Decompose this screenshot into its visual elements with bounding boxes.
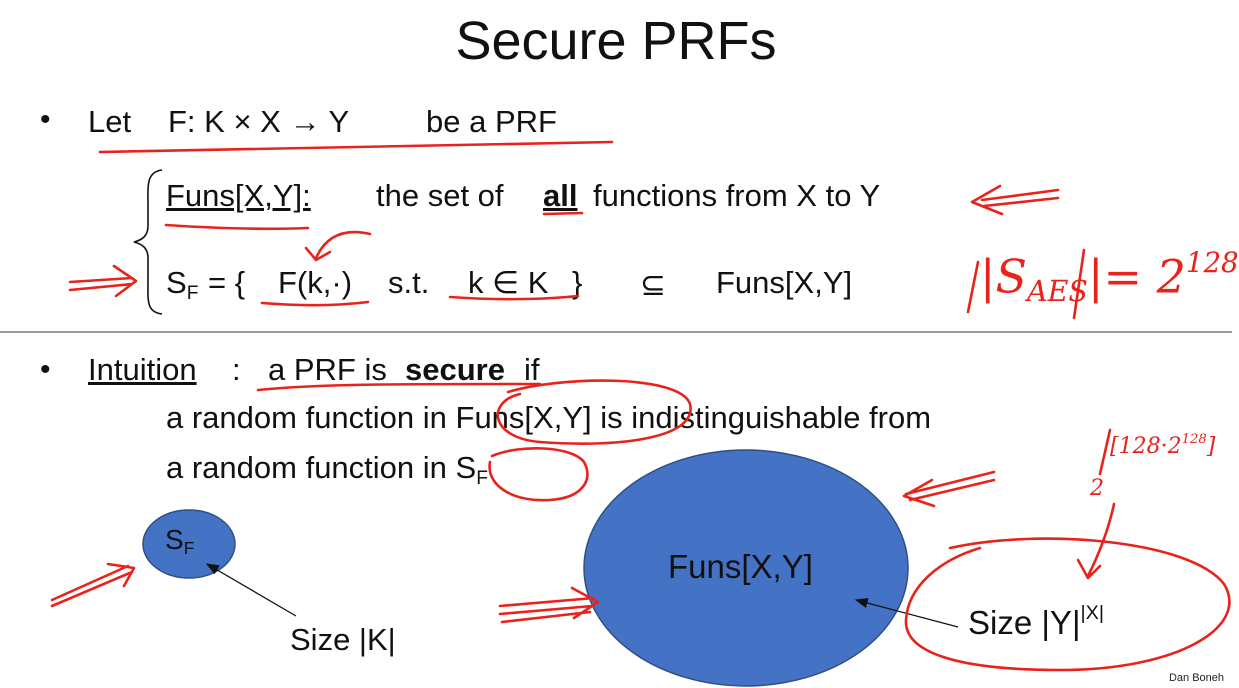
sf-function: F(k,·) [278, 265, 353, 300]
funs-desc-post: functions from X to Y [593, 178, 881, 213]
funs-desc-all: all [543, 178, 578, 213]
funs-left-arrow [970, 184, 1060, 216]
funs-size-calc-note: [128·2128] [1110, 432, 1216, 459]
small-ellipse-label: SF [165, 524, 195, 559]
author-credit: Dan Boneh [1168, 672, 1224, 684]
kin-underline [448, 294, 580, 301]
calc-down-arrow [1076, 502, 1116, 580]
funs-big-ellipse [583, 449, 909, 687]
sf-right-arrow [68, 264, 138, 298]
subset-symbol: ⊆ [640, 267, 666, 302]
fk-hook-arrow [304, 230, 372, 262]
red-annotations [50, 140, 1231, 672]
section-divider [0, 331, 1232, 333]
funs-size-calc-base: 2 [1090, 476, 1104, 501]
bullet-marker-2: • [40, 353, 51, 386]
funs-right-arrow [902, 470, 996, 508]
calc-bracket-left [1098, 428, 1112, 476]
aes-left-bar [966, 260, 980, 314]
size-k-pointer-arrow [205, 563, 297, 617]
sf-symbol: SF [166, 265, 199, 304]
sf-circle [488, 447, 589, 502]
fk-underline [260, 300, 370, 307]
sf-key-membership: k ∈ K [468, 265, 549, 300]
intuition-colon: : [232, 352, 241, 387]
aes-keyspace-note: |SAES|= 2128 [980, 246, 1239, 309]
intuition-prf-underline [256, 382, 542, 392]
small-ellipse-arrow [50, 562, 136, 608]
intuition-if: if [524, 352, 540, 387]
sf-equals-open: = { [208, 265, 246, 300]
size-k-label: Size |K| [290, 622, 396, 657]
brace-shape [133, 169, 163, 315]
be-a-prf-text: be a PRF [426, 104, 557, 139]
intuition-pre: a PRF is [268, 352, 387, 387]
slide-title: Secure PRFs [455, 11, 777, 71]
aes-right-bar [1072, 248, 1086, 320]
funs-label-underline [164, 223, 310, 231]
funs-circle [496, 379, 692, 445]
sf-funs: Funs[X,Y] [716, 265, 853, 300]
sf-small-ellipse [142, 509, 236, 579]
all-underline [542, 211, 584, 216]
intuition-line-2: a random function in Funs[X,Y] is indist… [166, 400, 932, 435]
intuition-label: Intuition [88, 352, 197, 387]
sf-such-that: s.t. [388, 265, 430, 300]
funs-label: Funs[X,Y]: [166, 178, 311, 213]
size-y-label: Size |Y||X| [968, 602, 1105, 641]
intuition-line-3: a random function in SF [166, 450, 488, 489]
prf-underline [98, 140, 614, 154]
prf-definition: F: K × X → Y [168, 104, 350, 139]
big-ellipse-label: Funs[X,Y] [668, 548, 813, 585]
funs-desc-pre: the set of [376, 178, 504, 213]
big-ellipse-arrow [498, 586, 600, 624]
size-y-circle [904, 537, 1231, 672]
let-text: Let [88, 104, 132, 139]
sf-close-brace: } [572, 265, 583, 300]
bullet-marker: • [40, 103, 51, 136]
intuition-secure: secure [405, 352, 505, 387]
